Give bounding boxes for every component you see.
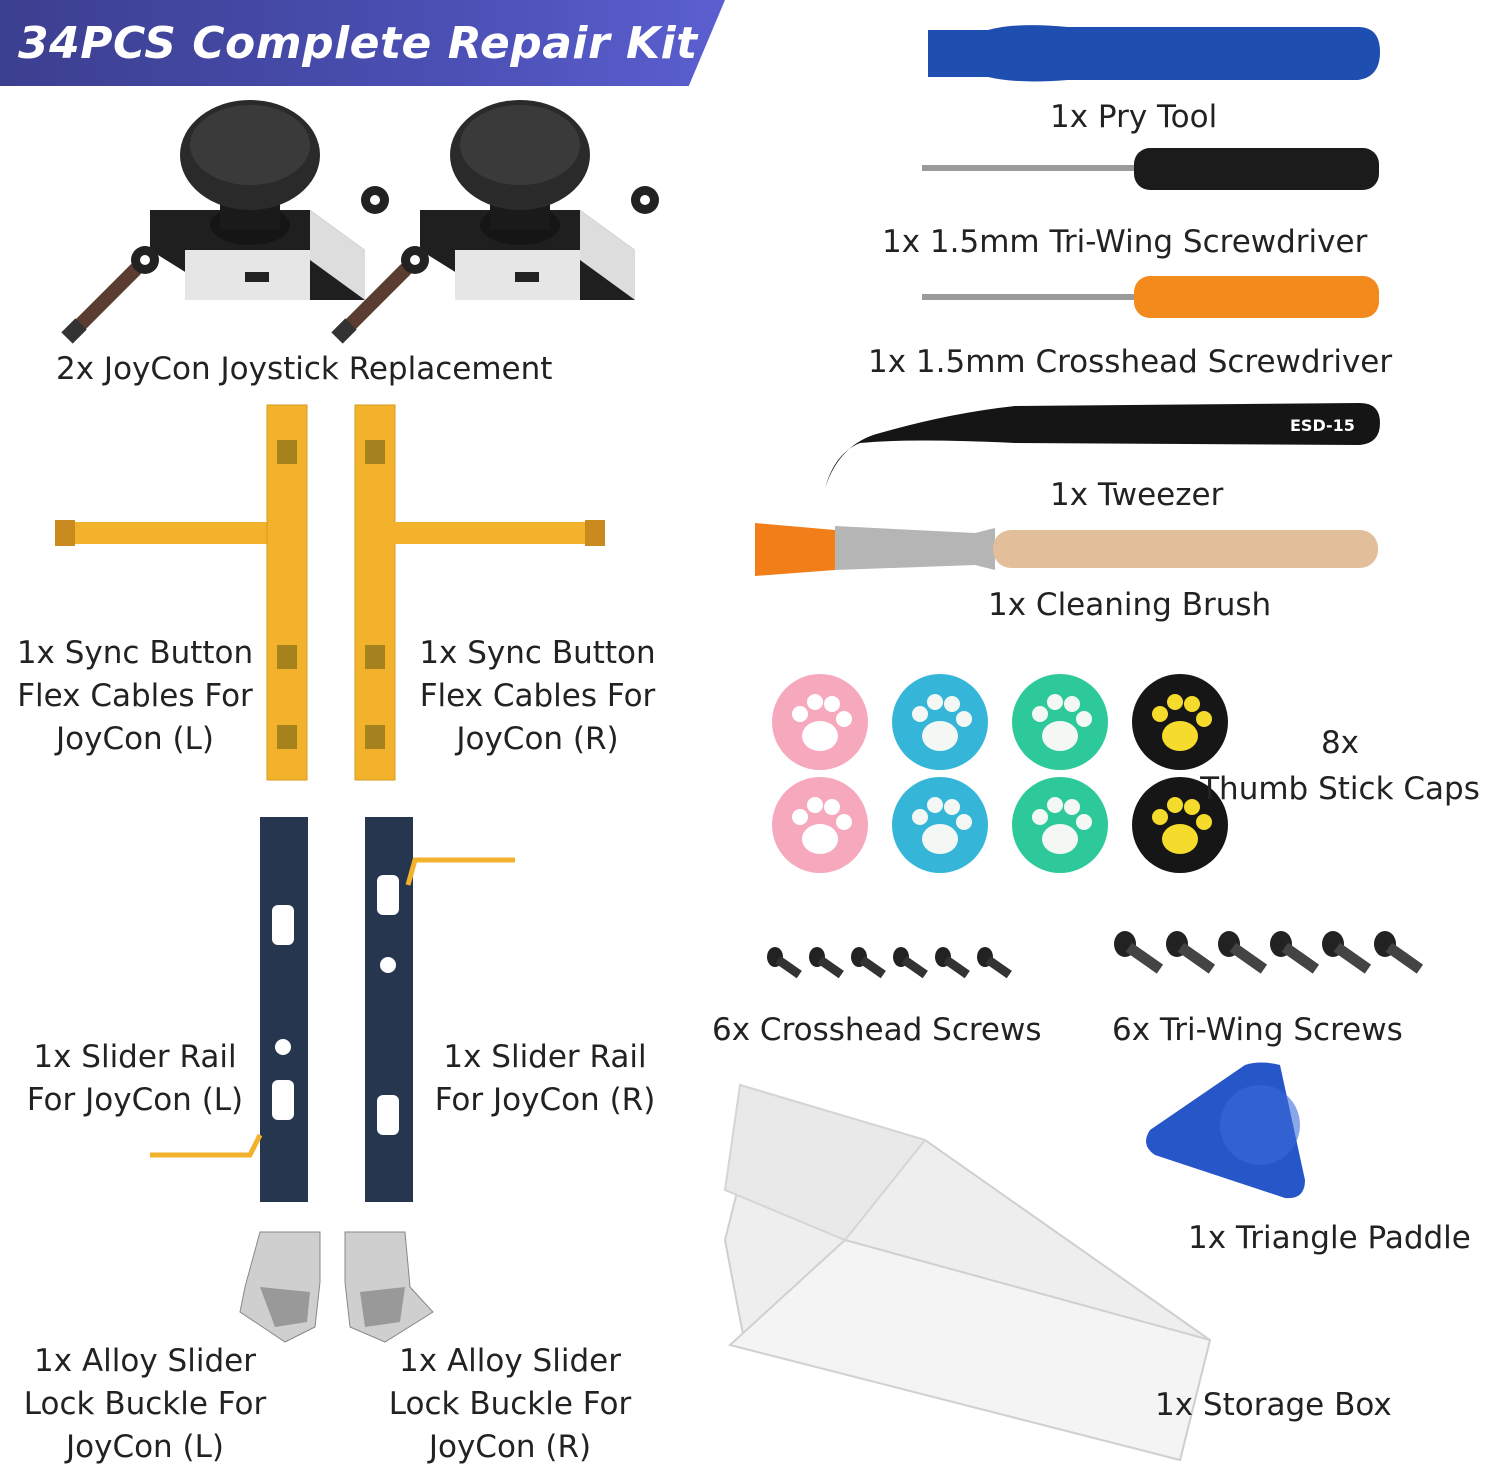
storage-box-label: 1x Storage Box	[1155, 1387, 1392, 1423]
buckle-right-label: 1x Alloy Slider Lock Buckle For JoyCon (…	[388, 1343, 632, 1465]
slider-rail-icon	[150, 817, 515, 1202]
joystick-icon	[55, 100, 675, 350]
page-title: 34PCS Complete Repair Kit	[18, 18, 698, 69]
sync-cable-left-label: 1x Sync Button Flex Cables For JoyCon (L…	[16, 635, 254, 757]
thumb-caps-label: 8x Thumb Stick Caps	[1200, 725, 1480, 807]
thumb-cap-icon	[772, 674, 1228, 873]
title-banner	[0, 0, 725, 86]
triwing-driver-label: 1x 1.5mm Tri-Wing Screwdriver	[882, 224, 1368, 260]
brush-label: 1x Cleaning Brush	[988, 587, 1272, 623]
screwdriver-icon	[922, 276, 1379, 318]
tweezer-icon: ESD-15	[825, 403, 1380, 488]
joystick-label: 2x JoyCon Joystick Replacement	[56, 351, 553, 387]
crosshead-screws-label: 6x Crosshead Screws	[712, 1012, 1042, 1048]
flex-cable-icon	[55, 404, 605, 781]
sync-cable-right-label: 1x Sync Button Flex Cables For JoyCon (R…	[419, 635, 656, 757]
slider-rail-right-label: 1x Slider Rail For JoyCon (R)	[434, 1039, 656, 1118]
pry-tool-icon	[928, 25, 1380, 82]
paddle-label: 1x Triangle Paddle	[1188, 1220, 1471, 1256]
tweezer-label: 1x Tweezer	[1050, 477, 1224, 513]
crosshead-driver-label: 1x 1.5mm Crosshead Screwdriver	[868, 344, 1393, 380]
tweezer-mark: ESD-15	[1290, 416, 1355, 435]
screwdriver-icon	[922, 148, 1379, 190]
triwing-screws-label: 6x Tri-Wing Screws	[1112, 1012, 1403, 1048]
screw-icon	[767, 931, 1424, 979]
lock-buckle-icon	[239, 1231, 434, 1343]
brush-icon	[755, 523, 1378, 576]
pry-tool-label: 1x Pry Tool	[1050, 99, 1218, 135]
storage-box-icon	[723, 1083, 1212, 1462]
triangle-paddle-icon	[1146, 1062, 1305, 1199]
buckle-left-label: 1x Alloy Slider Lock Buckle For JoyCon (…	[23, 1343, 267, 1465]
slider-rail-left-label: 1x Slider Rail For JoyCon (L)	[26, 1039, 244, 1118]
